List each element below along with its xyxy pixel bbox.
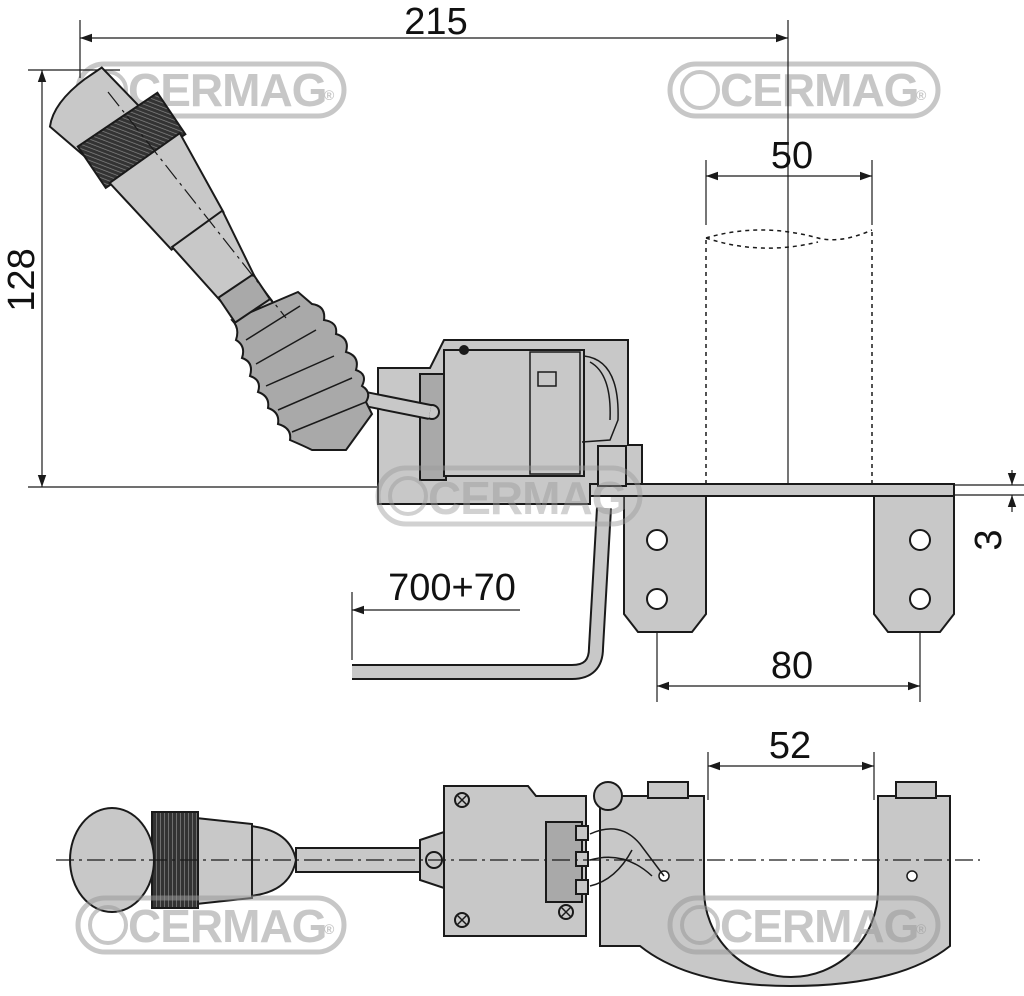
dimension-overall-length: 215 xyxy=(79,1,789,488)
watermark-text: CERMAG xyxy=(428,472,626,524)
screw-icon xyxy=(459,345,469,355)
watermark-text: CERMAG xyxy=(720,64,918,116)
watermark-registered: ® xyxy=(916,87,927,103)
bottom-grip-end xyxy=(249,824,298,898)
dimension-overall-height: 128 xyxy=(1,69,380,488)
watermark-top-right: CERMAG ® xyxy=(667,61,941,119)
left-mounting-tab xyxy=(623,495,707,633)
bracket-bolt xyxy=(647,781,689,799)
mount-hole xyxy=(909,588,931,610)
dimension-tab-width: 50 xyxy=(705,135,873,225)
dim-80-label: 80 xyxy=(771,645,813,687)
dimension-plate-thickness: 3 xyxy=(950,470,1024,551)
dimension-slot-width: 52 xyxy=(707,725,875,800)
mount-hole xyxy=(646,529,668,551)
lever-handle xyxy=(48,66,272,324)
switch-housing xyxy=(377,339,643,505)
watermark-registered: ® xyxy=(324,921,335,937)
cable-gland-icon xyxy=(593,781,623,811)
handle-tip xyxy=(48,66,152,168)
dimension-hole-spacing: 80 xyxy=(656,610,921,702)
watermark-middle: CERMAG xyxy=(375,465,643,527)
watermark-bottom-left: CERMAG ® xyxy=(75,895,347,955)
dim-50-label: 50 xyxy=(771,135,813,177)
bottom-switch-housing xyxy=(443,781,665,937)
watermark-text: CERMAG xyxy=(720,900,918,952)
right-mounting-tab xyxy=(873,495,955,633)
watermark-registered: ® xyxy=(324,87,335,103)
watermark-registered: ® xyxy=(916,921,927,937)
dim-3-label: 3 xyxy=(968,529,1010,550)
bottom-lever xyxy=(69,807,445,913)
bracket-bolt xyxy=(895,781,937,799)
bottom-grip xyxy=(195,816,253,906)
cable xyxy=(352,507,612,680)
dim-215-label: 215 xyxy=(404,1,467,43)
dim-128-label: 128 xyxy=(1,248,43,311)
handle-collar xyxy=(217,272,272,324)
dim-52-label: 52 xyxy=(769,725,811,767)
phantom-lever-outline xyxy=(705,229,873,488)
dimension-cable-length: 700+70 xyxy=(351,567,520,660)
mount-hole xyxy=(909,529,931,551)
u-bracket xyxy=(599,781,951,988)
mount-hole xyxy=(646,588,668,610)
watermark-bottom-right: CERMAG ® xyxy=(667,895,941,955)
rubber-boot xyxy=(230,290,374,451)
dim-cable-label: 700+70 xyxy=(388,567,516,609)
watermark-text: CERMAG xyxy=(128,900,326,952)
lever-axis-line xyxy=(107,91,287,319)
